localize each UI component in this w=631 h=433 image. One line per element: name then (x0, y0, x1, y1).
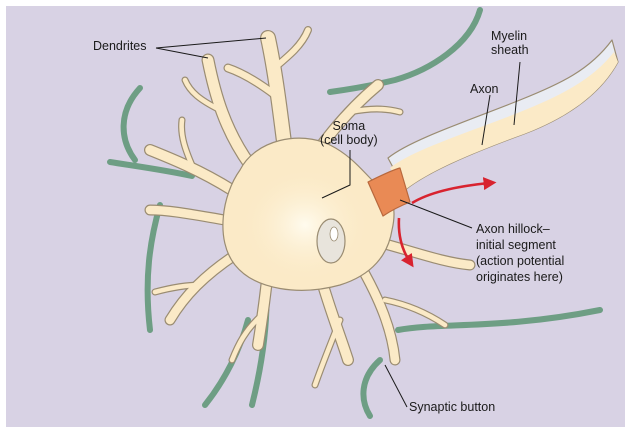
label-myelin-sheath-line: Myelin (491, 29, 529, 43)
label-myelin-sheath: Myelin sheath (491, 29, 529, 57)
label-myelin-sheath-line: sheath (491, 43, 529, 57)
label-axon-hillock-line: (action potential (476, 253, 564, 269)
label-soma-line: (cell body) (320, 133, 378, 147)
nucleolus (330, 227, 338, 241)
label-axon-hillock-line: originates here) (476, 269, 564, 285)
label-soma: Soma (cell body) (320, 119, 378, 147)
label-axon-hillock-line: Axon hillock– (476, 221, 564, 237)
label-axon: Axon (470, 82, 499, 96)
label-synaptic-button: Synaptic button (409, 400, 495, 414)
nucleus (317, 219, 345, 263)
label-axon-hillock-line: initial segment (476, 237, 564, 253)
label-axon-hillock: Axon hillock– initial segment (action po… (476, 221, 564, 285)
label-dendrites: Dendrites (93, 39, 147, 53)
label-soma-line: Soma (320, 119, 378, 133)
